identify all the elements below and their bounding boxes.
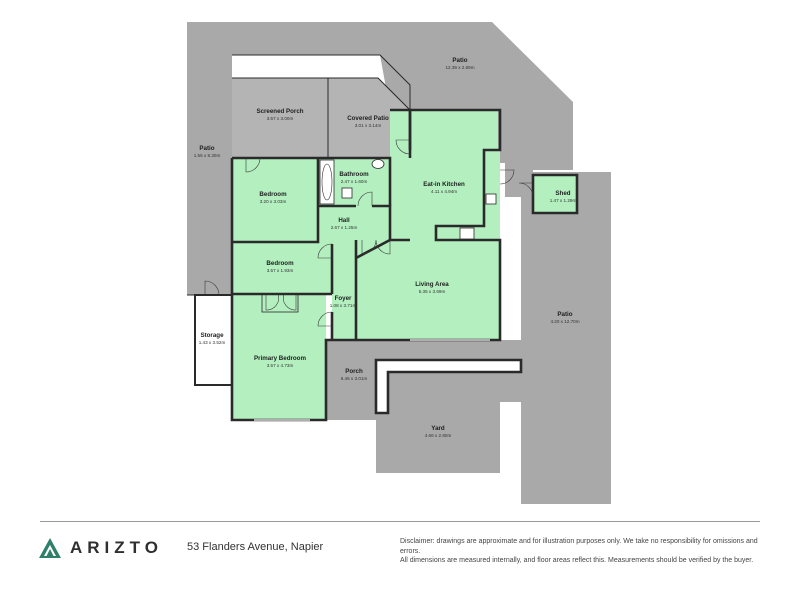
bedroom1-wall	[232, 158, 320, 244]
label-patio-left: Patio	[199, 145, 214, 152]
disclaimer-line-2: All dimensions are measured internally, …	[400, 557, 754, 564]
dims-bedroom2: 3.57 x 1.93m	[267, 268, 294, 273]
dims-foyer: 1.08 x 3.71m	[330, 303, 357, 308]
dims-shed: 1.47 x 1.29m	[550, 198, 577, 203]
dims-kitchen: 4.11 x 4.94m	[431, 189, 457, 194]
label-patio-right: Patio	[557, 311, 572, 318]
closet-bedroom2	[261, 293, 299, 313]
dims-primary-bedroom: 3.57 x 4.73m	[267, 363, 294, 368]
cooktop	[459, 227, 475, 240]
label-foyer: Foyer	[335, 295, 352, 302]
dims-porch: 6.46 x 3.01m	[341, 376, 368, 381]
north-wall	[232, 156, 392, 206]
label-patio-top: Patio	[452, 57, 467, 64]
kitchen-sink	[485, 193, 497, 205]
covered-patio-area	[328, 78, 410, 158]
label-kitchen: Eat-in Kitchen	[423, 181, 465, 188]
door-swing-storage	[204, 280, 220, 296]
brand-lockup: ARIZTO	[38, 537, 163, 559]
toilet-bowl	[371, 159, 385, 169]
label-screened-porch: Screened Porch	[256, 108, 303, 115]
bathtub	[319, 159, 335, 205]
label-bathroom: Bathroom	[339, 171, 369, 178]
yard-area	[376, 420, 500, 473]
bedroom2-area	[232, 242, 332, 294]
door-swing-foyer	[317, 311, 333, 327]
hall-area	[318, 206, 390, 244]
dims-storage: 1.43 x 3.52m	[199, 340, 226, 345]
dims-screened-porch: 3.57 x 3.00m	[267, 116, 294, 121]
door-swing-bedroom2	[317, 243, 333, 259]
label-primary-bedroom: Primary Bedroom	[254, 355, 306, 362]
door-swing-bedroom1	[245, 157, 261, 173]
label-hall: Hall	[338, 217, 350, 224]
storage-area	[194, 294, 233, 386]
storage-left-strip	[187, 270, 232, 290]
door-swing-shed	[518, 182, 534, 198]
dims-patio-right: 4.20 x 12.70m	[550, 319, 579, 324]
dims-hall: 2.67 x 1.25m	[331, 225, 358, 230]
property-address: 53 Flanders Avenue, Napier	[187, 541, 324, 553]
outer-wall-west	[230, 108, 502, 422]
door-swing-primary-left	[265, 293, 279, 311]
dims-bedroom1: 3.20 x 3.03m	[260, 199, 287, 204]
door-swing-primary-right	[283, 293, 297, 311]
brand-name: ARIZTO	[70, 538, 163, 557]
disclaimer-line-1: Disclaimer: drawings are approximate and…	[400, 538, 758, 555]
walls	[187, 54, 579, 422]
label-living: Living Area	[415, 281, 449, 288]
label-porch: Porch	[345, 368, 363, 375]
porch-frame-walls	[232, 54, 411, 158]
label-shed: Shed	[555, 190, 570, 197]
kitchen-main-area	[390, 110, 498, 240]
disclaimer: Disclaimer: drawings are approximate and…	[400, 537, 770, 566]
footer-divider	[40, 521, 760, 522]
door-swing-covered-patio	[395, 139, 411, 155]
screened-porch-area	[232, 78, 328, 158]
label-covered-patio: Covered Patio	[347, 115, 389, 122]
mountain-logo-icon	[39, 538, 61, 558]
label-bedroom1: Bedroom	[259, 191, 287, 198]
patio-top-left-area	[187, 22, 573, 295]
foyer-area	[332, 244, 356, 340]
dims-patio-top: 12.39 x 2.69m	[445, 65, 474, 70]
floor-plan: Patio 12.39 x 2.69m Patio 1.55 x 8.30m S…	[187, 22, 611, 504]
fixtures	[254, 159, 497, 421]
dims-yard: 4.66 x 2.80m	[425, 433, 452, 438]
patio-right-area	[521, 172, 611, 504]
room-labels: Patio 12.39 x 2.69m Patio 1.55 x 8.30m S…	[194, 57, 580, 438]
door-swing-hall-double	[361, 239, 391, 255]
bathroom-sink	[341, 187, 353, 199]
dims-living: 5.35 x 3.69m	[419, 289, 446, 294]
indoor-areas	[232, 110, 577, 420]
covered-areas	[232, 78, 410, 158]
label-bedroom2: Bedroom	[266, 260, 294, 267]
door-swing-bathroom	[357, 191, 373, 207]
doors	[204, 139, 534, 327]
dims-patio-left: 1.55 x 8.30m	[194, 153, 221, 158]
door-swing-kitchen	[499, 169, 515, 185]
bathtub-basin	[321, 163, 333, 201]
label-yard: Yard	[431, 425, 445, 432]
bathroom-wall	[318, 204, 392, 240]
dims-covered-patio: 3.01 x 3.14m	[355, 123, 382, 128]
label-storage: Storage	[200, 332, 224, 339]
living-area	[356, 240, 501, 340]
shed-wall	[531, 173, 579, 215]
dims-bathroom: 2.47 x 1.60m	[341, 179, 368, 184]
primary-bedroom-area	[232, 294, 326, 420]
shed-area	[533, 175, 577, 213]
porch-rail	[374, 358, 523, 415]
